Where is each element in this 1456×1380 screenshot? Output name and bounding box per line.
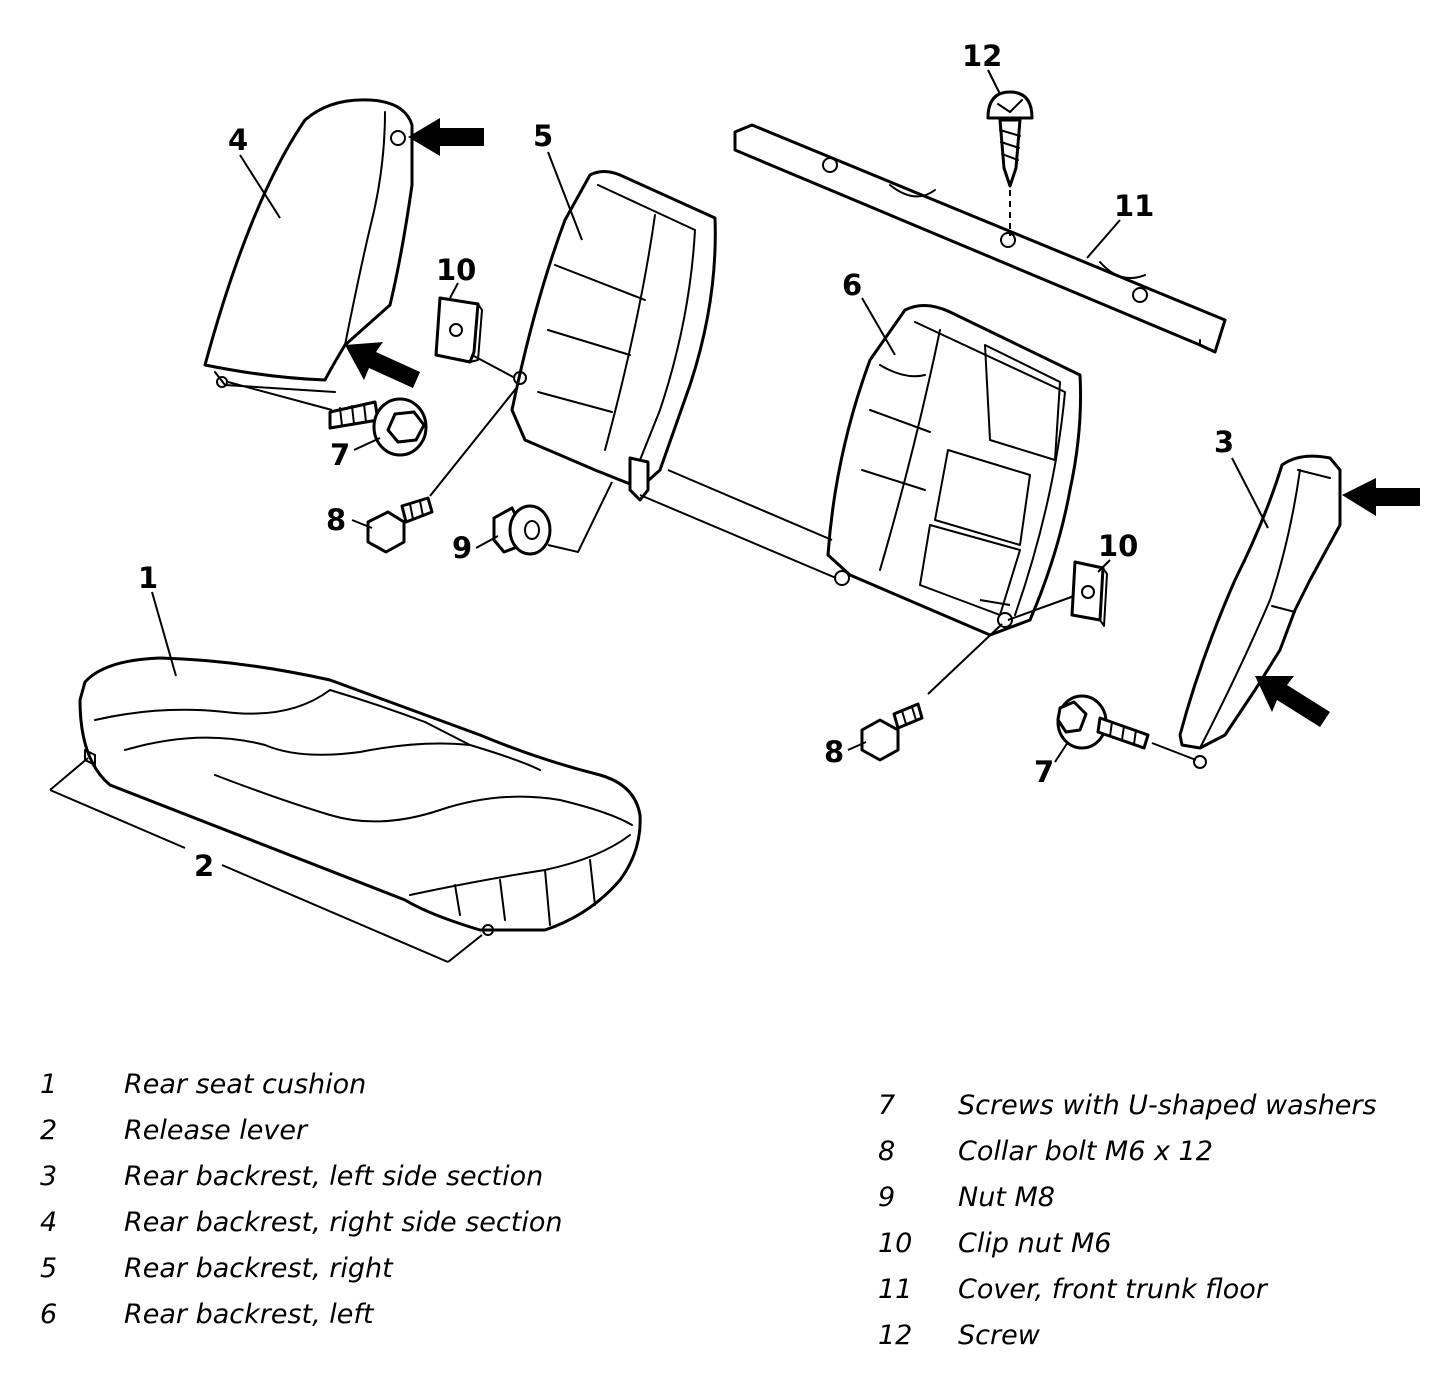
arrow-icon — [345, 342, 420, 388]
legend-item: 11 Cover, front trunk floor — [878, 1267, 1377, 1313]
callout-2: 2 — [194, 849, 214, 883]
callout-6: 6 — [842, 268, 862, 302]
clip-nut-lower — [1070, 560, 1108, 627]
seat-cushion-part — [78, 656, 642, 936]
arrow-icon — [1342, 478, 1420, 516]
callout-12: 12 — [962, 39, 1002, 73]
legend-number: 3 — [40, 1161, 58, 1192]
legend-right: 7 Screws with U-shaped washers 8 Collar bo… — [878, 1083, 1377, 1359]
clip-nut-upper — [434, 296, 516, 379]
legend-item: 12 Screw — [878, 1313, 1377, 1359]
legend-label: Cover, front trunk floor — [958, 1274, 1267, 1305]
legend-number: 2 — [40, 1115, 58, 1146]
legend-number: 5 — [40, 1253, 58, 1284]
legend-number: 6 — [40, 1299, 58, 1330]
legend-number: 7 — [878, 1090, 896, 1121]
legend-item: 1 Rear seat cushion — [40, 1062, 562, 1108]
legend-label: Rear backrest, right — [124, 1253, 393, 1284]
legend-label: Collar bolt M6 x 12 — [958, 1136, 1213, 1167]
assembly-lines — [227, 381, 1075, 621]
collar-bolt-upper — [366, 496, 434, 554]
legend-item: 7 Screws with U-shaped washers — [878, 1083, 1377, 1129]
legend-number: 10 — [878, 1228, 913, 1259]
legend-item: 6 Rear backrest, left — [40, 1292, 562, 1338]
legend-label: Screw — [958, 1320, 1040, 1351]
legend-number: 9 — [878, 1182, 896, 1213]
legend-item: 9 Nut M8 — [878, 1175, 1377, 1221]
collar-bolt-lower — [860, 623, 1003, 762]
legend-label: Rear backrest, left side section — [124, 1161, 544, 1192]
callout-5: 5 — [533, 119, 553, 153]
legend-number: 4 — [40, 1207, 58, 1238]
legend-number: 11 — [878, 1274, 913, 1305]
callout-10-upper: 10 — [436, 253, 476, 287]
legend-item: 10 Clip nut M6 — [878, 1221, 1377, 1267]
callout-3: 3 — [1214, 425, 1234, 459]
legend-item: 2 Release lever — [40, 1108, 562, 1154]
legend-number: 8 — [878, 1136, 896, 1167]
legend-label: Nut M8 — [958, 1182, 1055, 1213]
callout-4: 4 — [228, 123, 248, 157]
legend-number: 1 — [40, 1069, 58, 1100]
screw-with-washer-left — [1056, 694, 1197, 761]
legend-label: Clip nut M6 — [958, 1228, 1112, 1259]
callout-7-upper: 7 — [330, 438, 350, 472]
legend-item: 5 Rear backrest, right — [40, 1246, 562, 1292]
trunk-floor-cover — [733, 123, 1227, 354]
right-side-section-part — [203, 98, 414, 393]
nut-m8 — [492, 504, 552, 556]
arrow-icon — [408, 118, 484, 156]
legend-item: 4 Rear backrest, right side section — [40, 1200, 562, 1246]
legend-item: 8 Collar bolt M6 x 12 — [878, 1129, 1377, 1175]
callout-11: 11 — [1114, 189, 1154, 223]
screw — [986, 90, 1034, 236]
screw-with-washer-right — [328, 397, 428, 457]
left-side-section-part — [1178, 454, 1342, 769]
legend-label: Rear seat cushion — [124, 1069, 367, 1100]
callout-leaders — [151, 69, 1269, 763]
legend-number: 12 — [878, 1320, 913, 1351]
legend-label: Screws with U-shaped washers — [958, 1090, 1377, 1121]
arrow-icon — [1255, 676, 1330, 727]
callout-8-lower: 8 — [824, 735, 844, 769]
callout-10-lower: 10 — [1098, 529, 1138, 563]
callout-1: 1 — [138, 561, 158, 595]
legend-item: 3 Rear backrest, left side section — [40, 1154, 562, 1200]
callout-7-lower: 7 — [1034, 755, 1054, 789]
backrest-right-part — [510, 170, 717, 502]
callout-8-upper: 8 — [326, 503, 346, 537]
release-lever-bracket — [49, 757, 483, 963]
callout-9: 9 — [452, 531, 472, 565]
legend-label: Rear backrest, left — [124, 1299, 374, 1330]
legend-label: Rear backrest, right side section — [124, 1207, 563, 1238]
exploded-parts-diagram: 1 2 3 4 5 6 7 7 8 8 9 10 10 11 12 — [49, 39, 1420, 963]
legend-label: Release lever — [124, 1115, 308, 1146]
backrest-left-part — [826, 304, 1083, 637]
